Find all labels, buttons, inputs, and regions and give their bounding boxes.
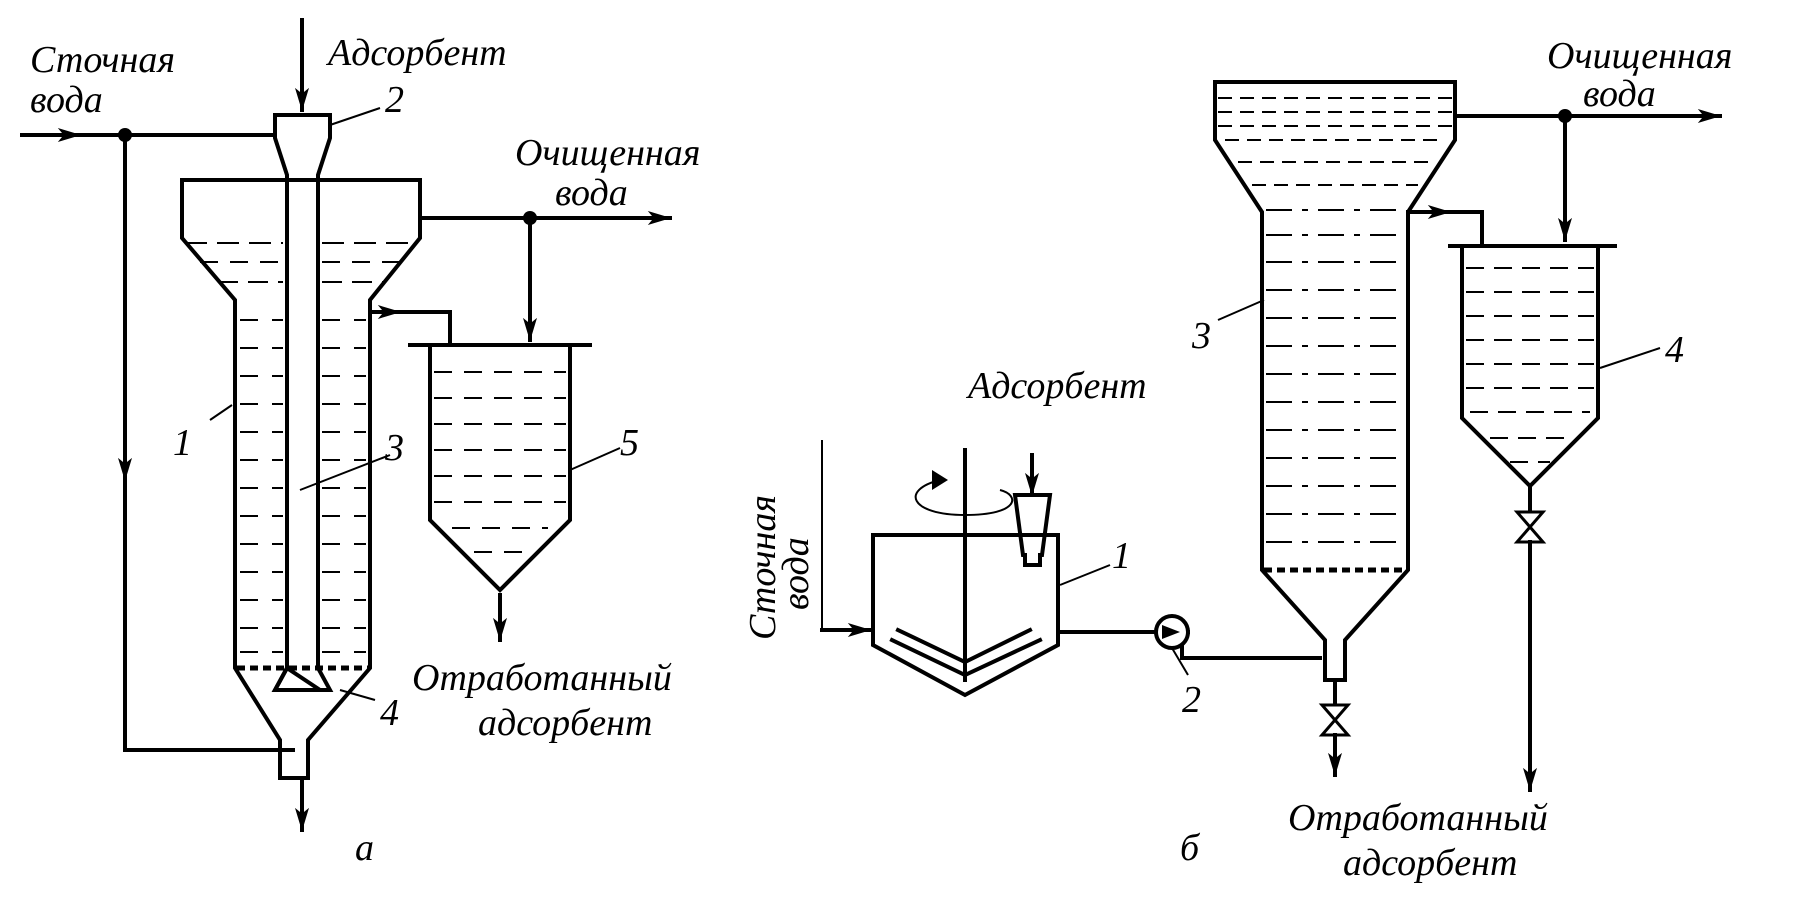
clean-water-label-a-line2: вода — [555, 172, 628, 214]
number-3-b: 3 — [1191, 315, 1211, 357]
settler-5 — [408, 343, 592, 642]
number-4-b: 4 — [1665, 329, 1684, 371]
valve-column-3 — [1318, 678, 1352, 777]
wastewater-label-b-line1: Сточная — [742, 495, 784, 640]
number-1-b: 1 — [1112, 535, 1131, 577]
central-pipe-3 — [271, 178, 327, 692]
wastewater-label-a-line1: Сточная — [30, 39, 175, 81]
scheme-b: Сточная вода Адсорбент — [742, 35, 1732, 884]
clean-water-label-a-line1: Очищенная — [515, 132, 700, 174]
clean-water-label-b-line2: вода — [1583, 73, 1656, 115]
wastewater-inlet-a — [20, 128, 295, 752]
wastewater-label-b-line2: вода — [775, 537, 817, 610]
adsorbent-funnel-b — [1012, 493, 1053, 567]
adsorbent-label-a: Адсорбент — [325, 32, 507, 74]
hopper-2 — [273, 113, 332, 182]
spent-adsorbent-label-a-line1: Отработанный — [412, 657, 672, 699]
number-2-a: 2 — [385, 79, 404, 121]
wastewater-label-a-line2: вода — [30, 79, 103, 121]
column-1 — [180, 178, 422, 780]
rotation-arrow-icon — [914, 479, 1014, 517]
clean-water-label-b-line1: Очищенная — [1547, 35, 1732, 77]
mixer-tank-1 — [871, 448, 1060, 698]
number-1-a: 1 — [173, 422, 192, 464]
settler-4 — [1448, 244, 1617, 792]
spent-adsorbent-label-a-line2: адсорбент — [478, 702, 652, 744]
number-5-a: 5 — [620, 422, 639, 464]
caption-b: б — [1180, 827, 1201, 869]
number-4-a: 4 — [380, 692, 399, 734]
column-liquid-a — [185, 242, 417, 671]
adsorbent-label-b: Адсорбент — [965, 365, 1147, 407]
clean-water-outlet-a — [418, 211, 672, 342]
spent-adsorbent-label-b-line2: адсорбент — [1343, 842, 1517, 884]
caption-a: а — [355, 827, 374, 869]
scheme-a: Сточная вода Адсорбент Очищенная вода От… — [20, 18, 700, 869]
number-3-a: 3 — [384, 427, 404, 469]
clean-water-outlet-b — [1453, 109, 1722, 242]
spent-adsorbent-label-b-line1: Отработанный — [1288, 797, 1548, 839]
column-3 — [1213, 80, 1457, 682]
number-2-b: 2 — [1182, 679, 1201, 721]
